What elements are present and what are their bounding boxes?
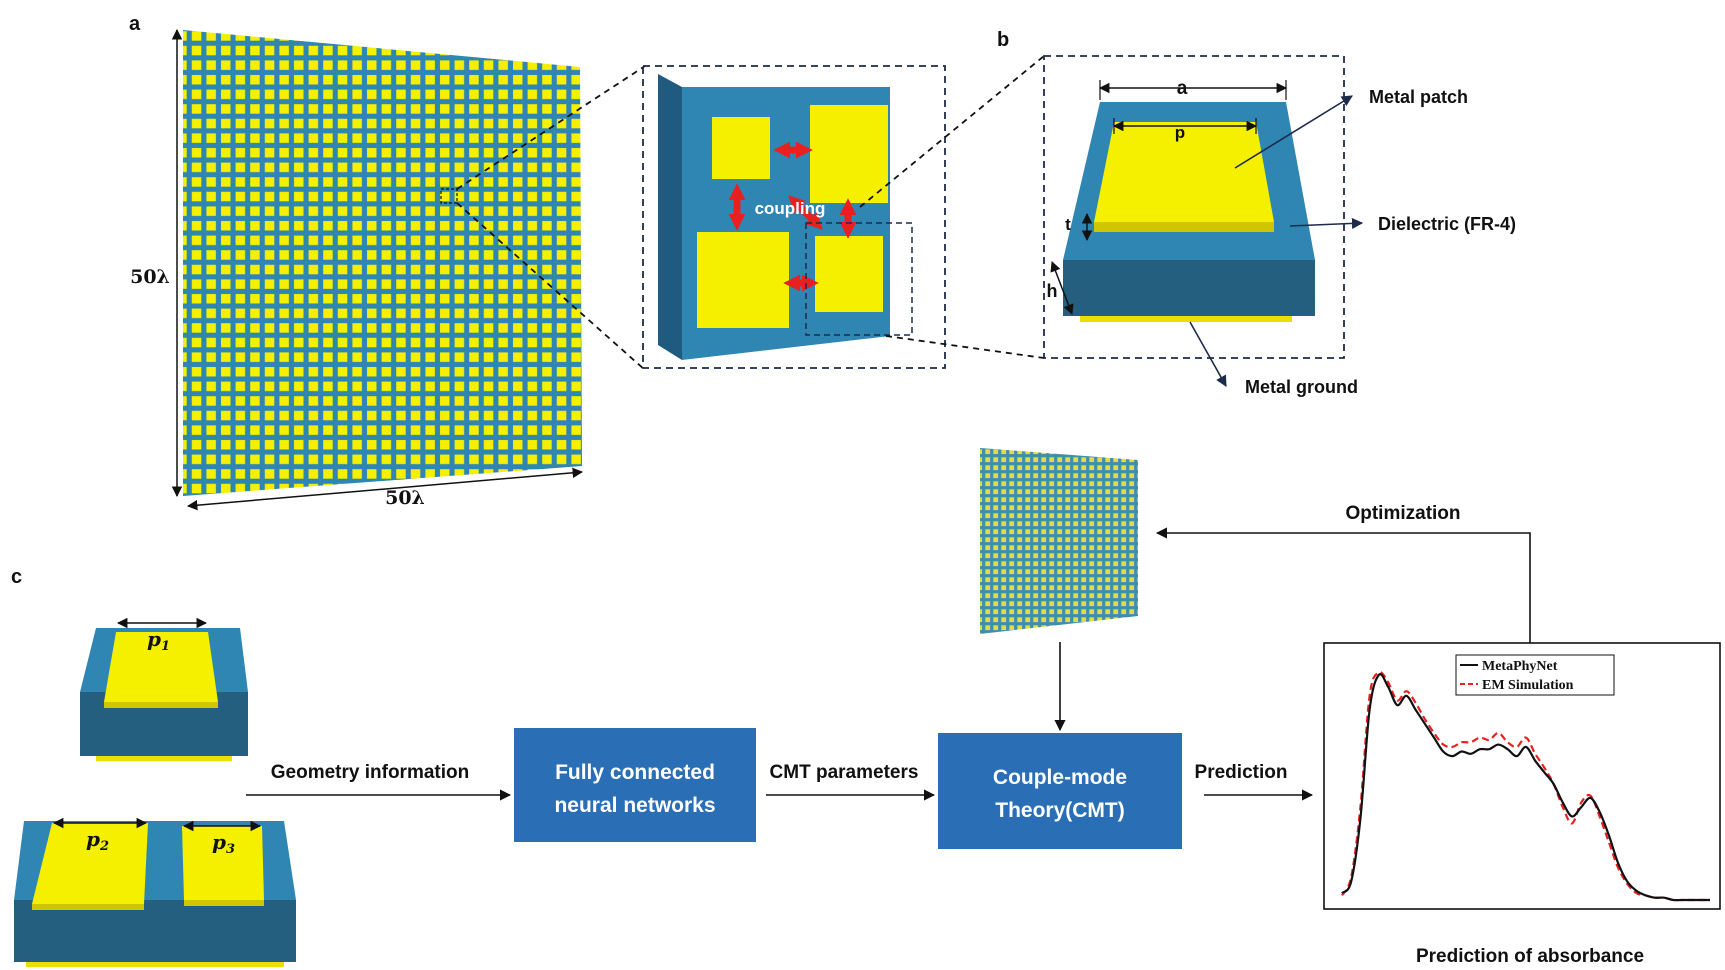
p3-label: p3 xyxy=(212,830,235,857)
legend-box xyxy=(1455,654,1615,696)
metal-ground-label: Metal ground xyxy=(1245,377,1358,397)
panel-c-label: c xyxy=(11,566,22,588)
zoom-line-b-bottom xyxy=(885,335,1045,359)
patch-top-left xyxy=(712,117,770,179)
metal-ground-layer xyxy=(1080,316,1292,322)
supercell-side xyxy=(658,74,682,360)
supercell-frame xyxy=(642,65,946,369)
patch-top-right xyxy=(810,105,888,203)
double-cell-patch-left-edge xyxy=(32,904,144,910)
single-cell-ground xyxy=(96,756,232,761)
prediction-of-absorbance-label: Prediction of absorbance xyxy=(1416,946,1644,967)
double-cell-patch-right xyxy=(182,826,264,900)
double-cell-ground xyxy=(26,962,284,967)
cmt-parameters-label: CMT parameters xyxy=(770,762,919,783)
zoom-line-top xyxy=(456,65,646,190)
single-cell-patch-edge xyxy=(104,702,218,708)
legend-label-metaphynet: MetaPhyNet xyxy=(1482,659,1558,674)
coupling-arrows xyxy=(728,141,857,292)
series-line-metaphynet xyxy=(1341,673,1710,902)
dim-p-label: p xyxy=(1175,123,1185,142)
fcnn-box xyxy=(514,728,756,842)
p1-label: p1 xyxy=(147,627,170,654)
optimization-label: Optimization xyxy=(1345,503,1460,524)
fcnn-line1: Fully connected xyxy=(555,761,715,784)
optimization-arrow xyxy=(1155,527,1531,643)
dim-h-arrow xyxy=(1050,261,1074,315)
fcnn-line2: neural networks xyxy=(554,794,715,817)
metal-patch-label: Metal patch xyxy=(1369,87,1468,107)
zoom-line-b-top xyxy=(859,55,1045,208)
coupling-label: coupling xyxy=(755,199,826,218)
legend-label-em-simulation: EM Simulation xyxy=(1482,678,1574,693)
double-cell-side xyxy=(14,900,296,962)
height-label: 50λ xyxy=(130,266,170,288)
unit-cell-zoom-region xyxy=(805,222,913,336)
prediction-label: Prediction xyxy=(1195,762,1288,783)
cmt-line1: Couple-mode xyxy=(993,766,1127,789)
chart-legend: MetaPhyNet EM Simulation xyxy=(1455,654,1615,696)
width-label: 50λ xyxy=(385,487,425,509)
dim-h-label: h xyxy=(1047,281,1058,301)
double-cell-patch-left xyxy=(32,823,148,904)
panel-b-label: b xyxy=(997,29,1009,51)
width-dimension-arrow xyxy=(186,467,584,511)
patch-bottom-left xyxy=(697,232,789,328)
cmt-box xyxy=(938,733,1182,849)
zoom-region xyxy=(440,188,458,204)
optimized-metasurface xyxy=(980,448,1138,634)
zoom-line-bottom xyxy=(456,202,646,371)
dim-a-label: a xyxy=(1177,78,1188,99)
patch-bottom-right xyxy=(815,236,883,312)
unit-cell-side xyxy=(1063,260,1315,316)
unit-cell-frame xyxy=(1043,55,1345,359)
double-cell-patch-right-edge xyxy=(184,900,264,906)
metal-ground-pointer xyxy=(1189,321,1227,387)
metasurface-array xyxy=(183,30,582,496)
p2-label: p2 xyxy=(86,827,109,854)
geometry-information-label: Geometry information xyxy=(271,762,469,783)
dim-t-label: t xyxy=(1065,215,1071,234)
dielectric-label: Dielectric (FR-4) xyxy=(1378,214,1516,234)
metal-patch-pointer xyxy=(1234,95,1353,169)
panel-a-label: a xyxy=(129,13,141,35)
cmt-line2: Theory(CMT) xyxy=(995,799,1125,822)
metal-patch-edge xyxy=(1094,222,1274,232)
absorbance-chart xyxy=(1341,671,1710,902)
single-cell-patch xyxy=(104,632,218,702)
dielectric-pointer xyxy=(1289,217,1364,230)
metal-patch-shape xyxy=(1094,122,1274,222)
